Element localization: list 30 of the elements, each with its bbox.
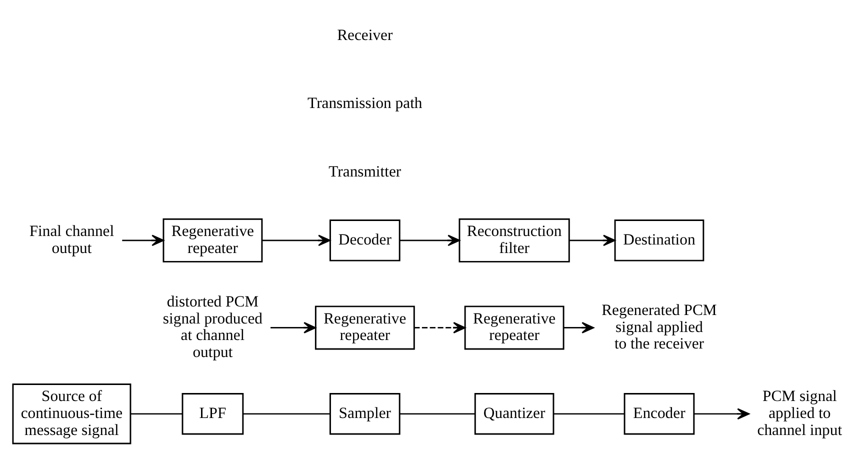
connector: [243, 412, 330, 414]
node-text: Final channel output: [29, 222, 114, 256]
arrow: [122, 234, 164, 246]
node-box: Source of continuous-time message signal: [12, 382, 132, 444]
node-box: Regenerative repeater: [162, 218, 263, 262]
label: Transmission path: [308, 94, 422, 112]
node-text: PCM signal applied to channel input: [757, 388, 842, 438]
node-box: Destination: [614, 219, 704, 261]
connector: [400, 412, 475, 414]
node-box: Reconstruction filter: [458, 218, 570, 262]
node-box: Regenerative repeater: [314, 305, 415, 350]
arrow: [270, 322, 316, 333]
node-box: LPF: [182, 392, 244, 434]
connector: [130, 412, 182, 414]
arrow: [400, 234, 460, 246]
node-box: Sampler: [330, 392, 400, 434]
arrow: [262, 234, 331, 246]
node-text: distorted PCM signal produced at channel output: [162, 293, 263, 361]
arrow: [569, 234, 616, 246]
node-box: Regenerative repeater: [464, 305, 564, 350]
label: Transmitter: [328, 162, 402, 180]
connector: [554, 412, 624, 414]
arrow: [694, 408, 750, 420]
label: Receiver: [337, 26, 393, 44]
node-box: Quantizer: [474, 392, 554, 434]
arrow: [564, 322, 594, 333]
arrow: [414, 322, 466, 333]
node-text: Regenerated PCM signal applied to the receiver: [602, 302, 717, 352]
node-box: Decoder: [330, 219, 400, 261]
node-box: Encoder: [624, 392, 695, 434]
